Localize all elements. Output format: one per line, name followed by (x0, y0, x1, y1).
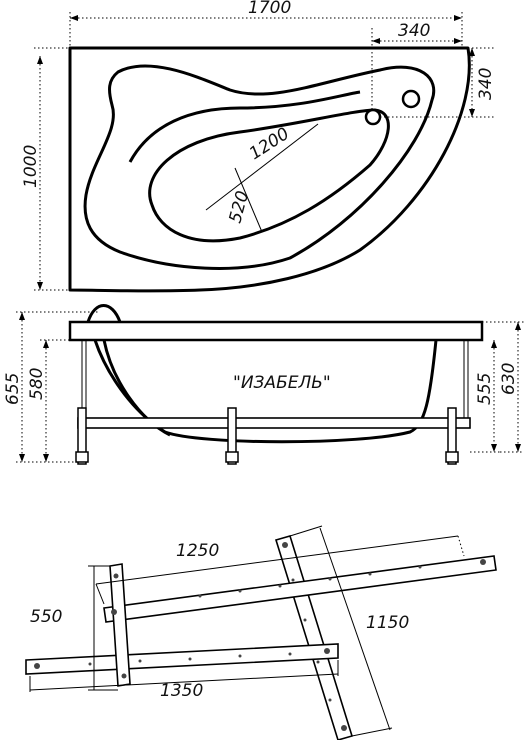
support-frame-bar (77, 417, 471, 429)
inner-length-dimension-line (205, 123, 319, 211)
height-left-outer-label: 655 (3, 373, 23, 405)
support-feet (75, 407, 459, 465)
top-view: 1200 520 1700 340 340 1000 (21, 0, 496, 293)
tub-bottom-outline (148, 108, 390, 243)
inner-width-dimension-line (234, 167, 263, 233)
drain-offset-x-label: 340 (398, 21, 430, 41)
overflow-hole (401, 89, 421, 109)
drain-offset-y-label: 340 (476, 68, 496, 100)
inner-width-label: 520 (226, 189, 254, 226)
drain-hole (364, 108, 382, 126)
diagonal-bar-label: 1150 (366, 613, 409, 633)
model-name: "ИЗАБЕЛЬ" (233, 373, 331, 393)
tub-bowl-profile (93, 339, 438, 444)
side-view: "ИЗАБЕЛЬ" 655 580 555 630 (3, 304, 524, 465)
top-bar-dimension-line (95, 535, 459, 585)
top-bar-label: 1250 (176, 541, 219, 561)
height-left-inner-label: 580 (27, 368, 47, 400)
tub-rim (68, 320, 484, 342)
frame-bolt-holes (34, 542, 486, 731)
tub-headrest (86, 304, 122, 323)
frame-left-bar (109, 563, 131, 687)
frame-diagonal-bar (274, 535, 354, 740)
tub-outer-rim (68, 46, 471, 293)
height-right-inner-label: 555 (475, 373, 495, 405)
tub-armrest-line (128, 90, 361, 163)
width-label: 1000 (21, 145, 41, 188)
diagonal-bar-dimension-line (319, 527, 391, 731)
length-label: 1700 (248, 0, 291, 18)
height-right-outer-label: 630 (499, 363, 519, 395)
frame-bottom-bar (25, 643, 339, 675)
frame-top-bar (103, 555, 497, 623)
bottom-bar-label: 1350 (160, 681, 203, 701)
frame-view: 1250 1350 550 1150 (25, 525, 497, 740)
tub-inner-outline (83, 64, 436, 270)
left-span-label: 550 (30, 607, 62, 627)
bottom-bar-dimension-line (29, 673, 339, 691)
